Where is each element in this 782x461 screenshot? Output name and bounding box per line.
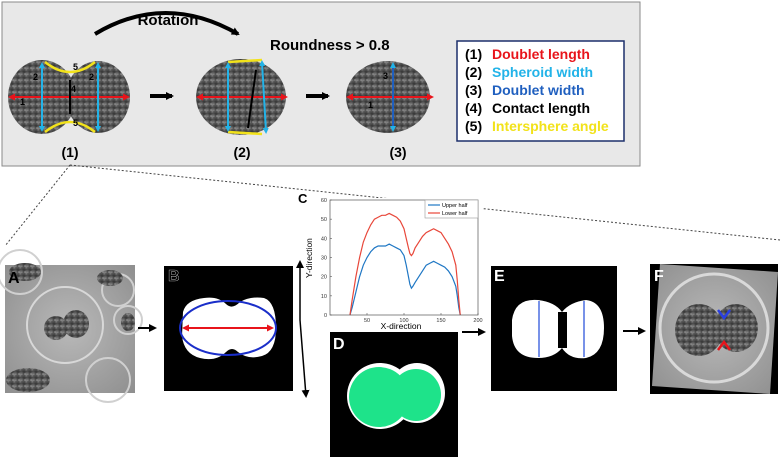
roundness-label: Roundness > 0.8 xyxy=(270,37,390,54)
legend-item-number: (5) xyxy=(465,118,482,134)
legend-item-text: Contact length xyxy=(492,100,590,116)
label-2-left: 2 xyxy=(33,72,38,82)
legend-item-text: Doublet length xyxy=(492,46,590,62)
chart-x-tick-label: 150 xyxy=(436,318,445,324)
label-1: 1 xyxy=(20,97,25,107)
spheroid-doublet-2 xyxy=(196,58,288,136)
legend-item-number: (1) xyxy=(465,46,482,62)
panel-b-binary-fit: B xyxy=(164,266,293,391)
legend-item-number: (4) xyxy=(465,100,482,116)
chart-y-tick-label: 20 xyxy=(321,275,327,281)
label-5-top: 5 xyxy=(73,62,78,72)
chart-y-tick-label: 10 xyxy=(321,294,327,300)
dashed-connector-left xyxy=(4,164,71,247)
legend-item-text: Intersphere angle xyxy=(492,118,609,134)
legend-item-number: (3) xyxy=(465,82,482,98)
panel-label-e: E xyxy=(494,268,505,285)
contact-length-line-2 xyxy=(247,69,257,129)
panel-label-d: D xyxy=(333,336,345,353)
chart-series-upper-half xyxy=(349,243,461,316)
legend-item-text: Spheroid width xyxy=(492,64,593,80)
chart-y-tick-label: 60 xyxy=(321,198,327,204)
spheroid-width-right-2 xyxy=(259,60,269,134)
spheroid-doublet-1: 1 2 2 4 5 5 xyxy=(8,60,130,134)
panel-label-a: A xyxy=(8,270,20,287)
chart-y-tick-label: 40 xyxy=(321,236,327,242)
panel-label-b: B xyxy=(168,268,180,285)
chart-x-tick-label: 200 xyxy=(473,318,482,324)
chart-x-tick-label: 100 xyxy=(399,318,408,324)
label-2-right: 2 xyxy=(89,72,94,82)
chart-y-axis-label: Y-direction xyxy=(304,238,314,278)
panel-d-green-mask: D xyxy=(330,332,458,457)
legend-item-text: Doublet width xyxy=(492,82,585,98)
legend-label-lower: Lower half xyxy=(442,211,468,217)
step-label-2: (2) xyxy=(233,144,250,160)
rotation-label: Rotation xyxy=(138,12,199,29)
panel-e-width-lines: E xyxy=(491,266,617,391)
chart-y-tick-label: 30 xyxy=(321,256,327,262)
rotation-arrow xyxy=(93,11,240,36)
chart-y-tick-label: 0 xyxy=(324,313,327,319)
label-1-s3: 1 xyxy=(368,100,373,110)
label-4: 4 xyxy=(71,84,76,94)
panel-a-micrograph: A xyxy=(0,249,143,403)
chart-x-axis-label: X-direction xyxy=(381,321,422,331)
panel-label-c: C xyxy=(298,191,308,206)
interangle-bottom xyxy=(44,120,96,133)
spheroid-doublet-3: 3 1 xyxy=(346,61,434,133)
legend-label-upper: Upper half xyxy=(442,203,468,209)
chart-x-tick-label: 50 xyxy=(364,318,370,324)
label-3: 3 xyxy=(383,71,388,81)
panel-f-overlay: F xyxy=(650,264,778,394)
chart-legend: Upper half Lower half xyxy=(424,199,479,219)
interangle-top xyxy=(44,61,96,74)
step-label-1: (1) xyxy=(61,144,78,160)
chart-y-tick-label: 50 xyxy=(321,217,327,223)
step-label-3: (3) xyxy=(389,144,406,160)
panel-c-profile-chart: 0 10 20 30 40 50 60 50 100 150 200 X-direction Y-d… xyxy=(304,198,483,331)
legend-item-number: (2) xyxy=(465,64,482,80)
arrow-b-d xyxy=(299,319,310,398)
measurement-legend: (1) Doublet length (2) Spheroid width (3) Dou… xyxy=(456,40,625,142)
label-5-bottom: 5 xyxy=(73,118,78,128)
panel-label-f: F xyxy=(654,268,664,285)
chart-series-lower-half xyxy=(349,212,461,316)
